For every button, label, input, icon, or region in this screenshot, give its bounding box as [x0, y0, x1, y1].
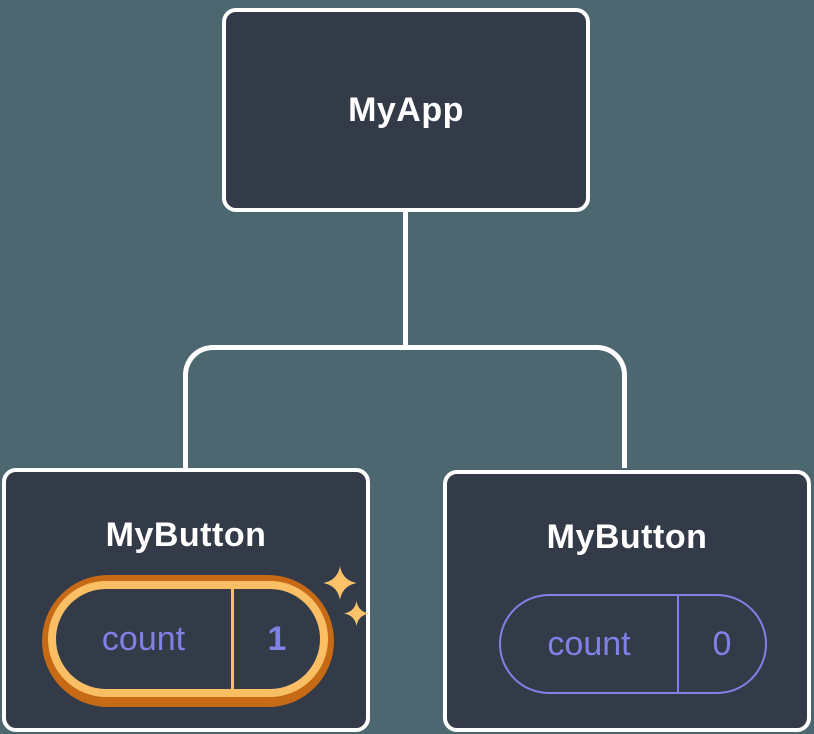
node-myapp-label: MyApp — [348, 90, 464, 129]
edge-root-stem — [403, 212, 408, 348]
state-value: 1 — [267, 619, 287, 658]
state-key: count — [101, 619, 186, 658]
node-mybutton-right-label: MyButton — [546, 518, 708, 556]
pill-divider — [231, 589, 234, 689]
node-mybutton-left-label: MyButton — [105, 516, 267, 554]
node-mybutton-right: MyButton count 0 — [443, 470, 811, 732]
state-pill-plain: count 0 — [499, 594, 767, 694]
node-mybutton-left: MyButton count 1 — [2, 468, 370, 732]
state-pill-highlighted-inner: count 1 — [48, 581, 328, 697]
state-value: 0 — [712, 624, 732, 663]
sparkle-icon-small — [344, 601, 369, 626]
node-myapp: MyApp — [222, 8, 590, 212]
edge-branch-bracket — [183, 345, 627, 468]
sparkle-icon — [323, 566, 357, 600]
state-pill-highlighted: count 1 — [42, 575, 334, 707]
pill-divider — [677, 596, 679, 692]
state-key: count — [547, 624, 631, 663]
